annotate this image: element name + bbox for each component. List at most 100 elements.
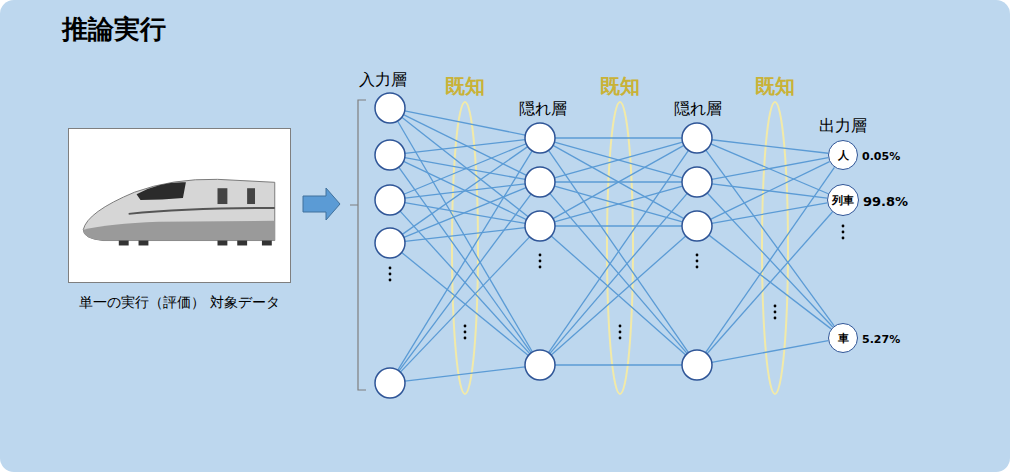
neuron bbox=[375, 185, 405, 215]
weight-line bbox=[712, 203, 827, 224]
train-wheel bbox=[119, 241, 129, 246]
ellipsis-dot bbox=[539, 254, 542, 257]
weight-line bbox=[554, 142, 682, 178]
layer-name: 隠れ層 bbox=[519, 99, 567, 118]
weight-line bbox=[555, 225, 682, 226]
ellipsis-dot bbox=[464, 331, 467, 334]
weight-line bbox=[551, 236, 686, 355]
neuron bbox=[525, 167, 555, 197]
input-bracket bbox=[350, 100, 366, 390]
neuron bbox=[375, 368, 405, 398]
ellipsis-dot bbox=[842, 237, 845, 240]
ellipsis-dot bbox=[539, 260, 542, 263]
train-wheel bbox=[218, 241, 228, 246]
weight-line bbox=[712, 158, 829, 180]
layer-name: 隠れ層 bbox=[674, 99, 722, 118]
output-class: 列車 bbox=[832, 195, 854, 206]
probability: 0.05% bbox=[862, 150, 900, 163]
weight-line bbox=[553, 145, 684, 218]
ellipsis-dot bbox=[774, 311, 777, 314]
probability: 99.8% bbox=[863, 194, 908, 210]
ellipsis-dot bbox=[774, 317, 777, 320]
layer-name: 入力層 bbox=[359, 70, 407, 89]
ellipsis-dot bbox=[774, 305, 777, 308]
weight-line bbox=[550, 193, 687, 353]
weight-line bbox=[398, 121, 533, 352]
weight-line bbox=[402, 117, 528, 216]
weight-line bbox=[706, 150, 834, 326]
ellipsis-dot bbox=[539, 266, 542, 269]
neuron bbox=[682, 350, 712, 380]
caption-text: 単一の実行（評価） 対象データ bbox=[49, 292, 310, 312]
train-stripe bbox=[129, 208, 275, 214]
weight-line bbox=[400, 237, 529, 372]
weight-line bbox=[399, 194, 531, 371]
ellipsis-dots bbox=[389, 225, 845, 340]
known-label: 既知 bbox=[755, 74, 795, 98]
ellipsis-dot bbox=[696, 260, 699, 263]
output-neuron: 列車 bbox=[827, 184, 859, 216]
ellipsis-dot bbox=[619, 331, 622, 334]
known-label: 既知 bbox=[445, 74, 485, 98]
train-door bbox=[247, 188, 255, 204]
ellipsis-dot bbox=[696, 254, 699, 257]
weight-line bbox=[553, 145, 684, 218]
weight-line bbox=[712, 341, 829, 363]
ellipsis-dot bbox=[464, 325, 467, 328]
weight-line bbox=[404, 144, 526, 195]
layer-name: 出力層 bbox=[819, 116, 867, 135]
train-illustration bbox=[69, 129, 290, 282]
train-wheel bbox=[237, 241, 247, 246]
train-wheel bbox=[262, 241, 272, 246]
neuron bbox=[375, 140, 405, 170]
ellipsis-dot bbox=[842, 231, 845, 234]
output-neuron: 車 bbox=[828, 323, 858, 353]
ellipsis-dot bbox=[842, 225, 845, 228]
weight-line bbox=[554, 186, 682, 222]
weight-line bbox=[554, 186, 682, 222]
neuron bbox=[682, 211, 712, 241]
train-skirt bbox=[83, 221, 274, 241]
probability: 5.27% bbox=[862, 333, 900, 346]
neuron bbox=[525, 123, 555, 153]
output-neuron: 人 bbox=[828, 140, 858, 170]
ellipsis-dot bbox=[389, 267, 392, 270]
output-class: 人 bbox=[838, 150, 849, 161]
train-windshield bbox=[137, 182, 186, 200]
weight-line bbox=[555, 364, 682, 365]
weight-line bbox=[551, 236, 686, 355]
neuron bbox=[375, 93, 405, 123]
known-label: 既知 bbox=[600, 74, 640, 98]
known-weights-ellipses bbox=[452, 102, 788, 394]
train-body bbox=[83, 179, 274, 240]
ellipsis-dot bbox=[389, 273, 392, 276]
weight-line bbox=[405, 367, 525, 381]
neuron bbox=[682, 167, 712, 197]
weight-line bbox=[402, 147, 527, 235]
weight-lines bbox=[398, 111, 835, 381]
neuron bbox=[682, 123, 712, 153]
plain-neurons bbox=[375, 93, 712, 398]
known-ellipse bbox=[607, 102, 633, 394]
neuron bbox=[375, 228, 405, 258]
flow-arrow bbox=[303, 188, 340, 220]
train-door bbox=[218, 188, 228, 204]
ellipsis-dot bbox=[389, 279, 392, 282]
title: 推論実行 bbox=[62, 12, 166, 47]
weight-line bbox=[554, 142, 682, 178]
neuron bbox=[525, 350, 555, 380]
ellipsis-dot bbox=[464, 337, 467, 340]
neuron bbox=[525, 211, 555, 241]
weight-line bbox=[405, 111, 526, 135]
weight-line bbox=[555, 137, 682, 138]
train-wheel bbox=[139, 241, 149, 246]
weight-line bbox=[398, 151, 532, 370]
data-image-box: 単一の実行（評価） 対象データ bbox=[68, 128, 291, 283]
weight-line bbox=[706, 167, 835, 352]
ellipsis-dot bbox=[619, 325, 622, 328]
weight-line bbox=[710, 162, 829, 220]
output-class: 車 bbox=[838, 333, 849, 344]
weight-line bbox=[405, 228, 525, 242]
weight-line bbox=[707, 212, 832, 354]
